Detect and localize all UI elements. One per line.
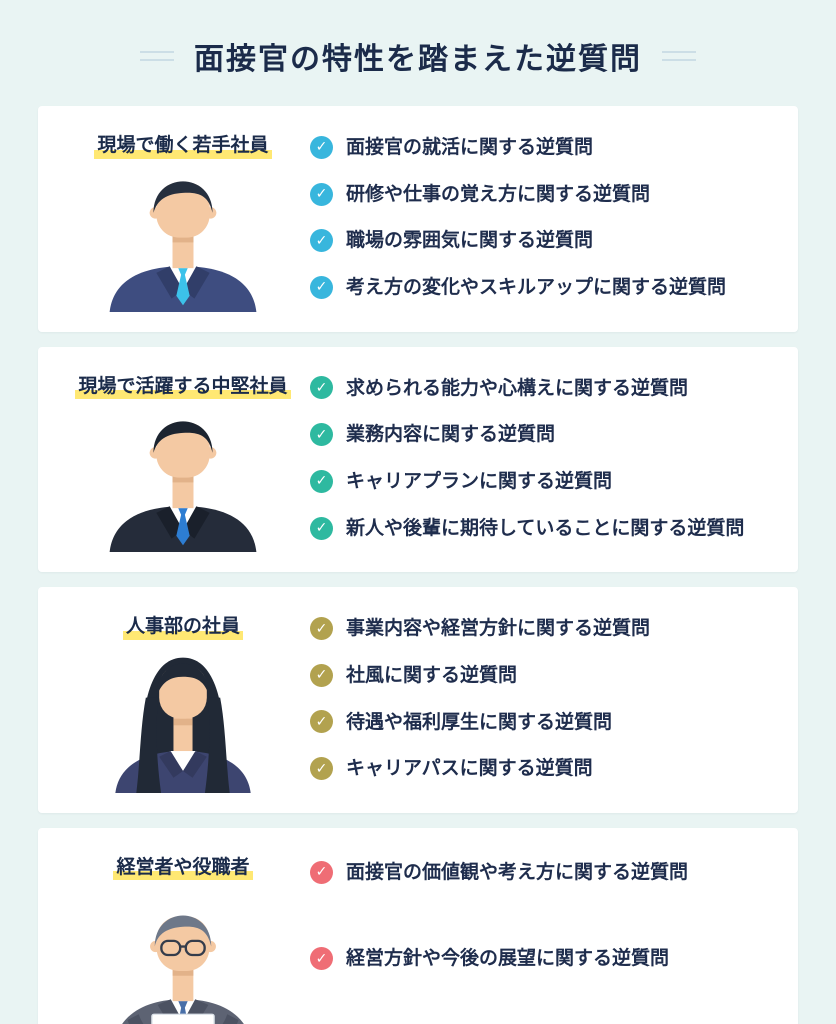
item-text: キャリアパスに関する逆質問 [346, 757, 593, 780]
card-label: 人事部の社員 [122, 613, 243, 640]
label-highlight [113, 871, 253, 881]
item-text: 新人や後輩に期待していることに関する逆質問 [346, 516, 745, 539]
card-hr-employee: 人事部の社員 ✓ [38, 587, 798, 813]
young-employee-illustration [102, 169, 264, 312]
list-item: ✓ キャリアプランに関する逆質問 [310, 469, 772, 494]
check-icon: ✓ [310, 516, 333, 540]
card-mid-career-employee: 現場で活躍する中堅社員 ✓ [38, 346, 798, 573]
question-list: ✓ 面接官の就活に関する逆質問 ✓ 研修や仕事の覚え方に関する逆質問 ✓ 職場の… [310, 132, 772, 300]
check-icon: ✓ [310, 617, 333, 641]
item-text: キャリアプランに関する逆質問 [346, 469, 613, 492]
item-text: 業務内容に関する逆質問 [346, 423, 556, 446]
page-title: 面接官の特性を踏まえた逆質問 [194, 42, 642, 77]
question-list: ✓ 面接官の価値観や考え方に関する逆質問 ✓ 経営方針や今後の展望に関する逆質問 [310, 854, 772, 971]
hr-employee-illustration [102, 650, 264, 793]
list-item: ✓ キャリアパスに関する逆質問 [310, 756, 772, 781]
card-executive: 経営者や役職者 [38, 827, 798, 1024]
item-text: 待遇や福利厚生に関する逆質問 [346, 710, 613, 733]
check-icon: ✓ [310, 182, 333, 206]
check-icon: ✓ [310, 229, 333, 253]
item-text: 考え方の変化やスキルアップに関する逆質問 [346, 276, 727, 299]
label-highlight [122, 630, 243, 640]
list-item: ✓ 業務内容に関する逆質問 [310, 422, 772, 447]
card-label-text: 人事部の社員 [125, 615, 240, 638]
check-icon: ✓ [310, 275, 333, 299]
card-left-column: 現場で活躍する中堅社員 [56, 373, 310, 553]
question-list: ✓ 求められる能力や心構えに関する逆質問 ✓ 業務内容に関する逆質問 ✓ キャリ… [310, 373, 772, 541]
executive-illustration [103, 890, 263, 1024]
title-row: 面接官の特性を踏まえた逆質問 [38, 34, 798, 78]
glasses-icon [160, 940, 206, 957]
card-left-column: 経営者や役職者 [56, 854, 310, 1024]
question-list: ✓ 事業内容や経営方針に関する逆質問 ✓ 社風に関する逆質問 ✓ 待遇や福利厚生… [310, 613, 772, 781]
check-icon: ✓ [310, 663, 333, 687]
list-item: ✓ 事業内容や経営方針に関する逆質問 [310, 616, 772, 641]
item-text: 社風に関する逆質問 [346, 663, 518, 686]
label-highlight [75, 390, 291, 400]
title-decoration-lines-right [662, 51, 696, 61]
card-label: 現場で活躍する中堅社員 [75, 373, 291, 400]
card-label-text: 現場で働く若手社員 [97, 134, 269, 156]
check-icon: ✓ [310, 947, 333, 971]
check-icon: ✓ [310, 860, 333, 884]
card-label-text: 現場で活躍する中堅社員 [78, 374, 288, 397]
card-label: 現場で働く若手社員 [94, 132, 272, 159]
list-item: ✓ 職場の雰囲気に関する逆質問 [310, 228, 772, 253]
item-text: 面接官の就活に関する逆質問 [346, 136, 594, 158]
item-text: 職場の雰囲気に関する逆質問 [346, 229, 594, 252]
check-icon: ✓ [310, 469, 333, 493]
label-highlight [94, 149, 272, 159]
list-item: ✓ 新人や後輩に期待していることに関する逆質問 [310, 516, 772, 541]
card-young-employee: 現場で働く若手社員 ✓ [38, 106, 798, 332]
item-text: 事業内容や経営方針に関する逆質問 [346, 617, 651, 640]
list-item: ✓ 求められる能力や心構えに関する逆質問 [310, 376, 772, 401]
item-text: 面接官の価値観や考え方に関する逆質問 [346, 860, 689, 883]
check-icon: ✓ [310, 376, 333, 400]
item-text: 求められる能力や心構えに関する逆質問 [346, 376, 689, 399]
list-item: ✓ 面接官の就活に関する逆質問 [310, 135, 772, 160]
card-left-column: 人事部の社員 [56, 613, 310, 793]
check-icon: ✓ [310, 710, 333, 734]
mid-career-employee-illustration [102, 409, 264, 553]
item-text: 経営方針や今後の展望に関する逆質問 [346, 947, 670, 970]
card-label-text: 経営者や役職者 [116, 855, 250, 878]
card-label: 経営者や役職者 [113, 854, 253, 881]
list-item: ✓ 研修や仕事の覚え方に関する逆質問 [310, 182, 772, 207]
card-left-column: 現場で働く若手社員 [56, 132, 310, 312]
list-item: ✓ 経営方針や今後の展望に関する逆質問 [310, 946, 772, 971]
check-icon: ✓ [310, 757, 333, 781]
check-icon: ✓ [310, 135, 333, 159]
list-item: ✓ 面接官の価値観や考え方に関する逆質問 [310, 860, 772, 885]
title-decoration-lines-left [140, 51, 174, 61]
item-text: 研修や仕事の覚え方に関する逆質問 [346, 182, 651, 205]
list-item: ✓ 待遇や福利厚生に関する逆質問 [310, 710, 772, 735]
check-icon: ✓ [310, 423, 333, 447]
list-item: ✓ 考え方の変化やスキルアップに関する逆質問 [310, 275, 772, 300]
list-item: ✓ 社風に関する逆質問 [310, 663, 772, 688]
